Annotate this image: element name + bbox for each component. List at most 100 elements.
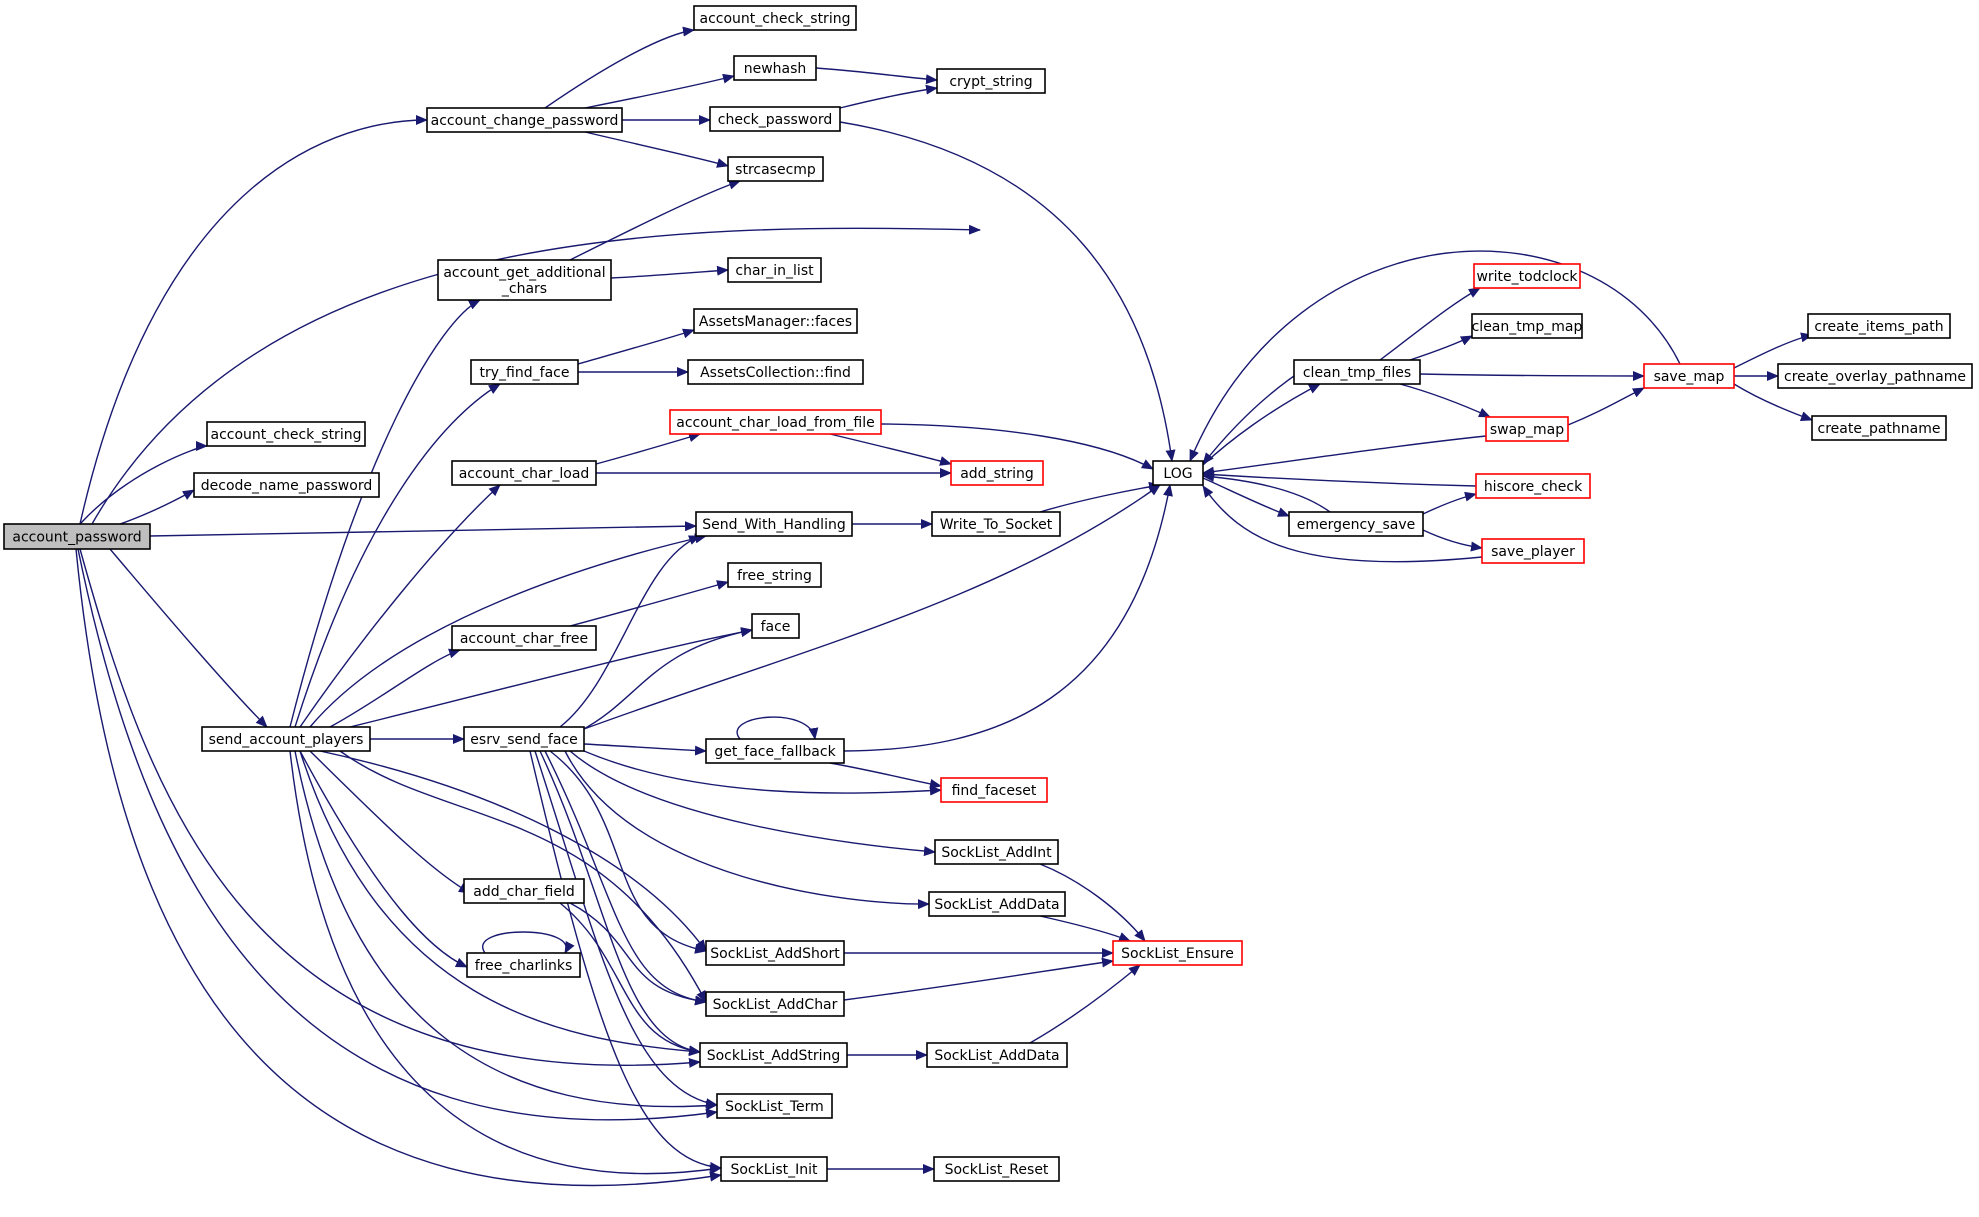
node-socklist_adddata_low[interactable]: SockList_AddData bbox=[926, 1042, 1068, 1068]
node-save_map[interactable]: save_map bbox=[1643, 363, 1735, 389]
node-crypt_string[interactable]: crypt_string bbox=[936, 68, 1046, 94]
node-label: account_char_free bbox=[460, 631, 588, 647]
node-box bbox=[693, 308, 858, 334]
node-swap_map[interactable]: swap_map bbox=[1485, 416, 1569, 442]
node-socklist_addchar[interactable]: SockList_AddChar bbox=[705, 991, 845, 1017]
node-decode_name_password[interactable]: decode_name_password bbox=[193, 472, 380, 498]
node-account_check_string_left[interactable]: account_check_string bbox=[206, 421, 366, 447]
edge-swap_map-to-log bbox=[1202, 435, 1487, 477]
node-label: add_string bbox=[960, 466, 1034, 482]
edge-get_face_fallback-to-log bbox=[843, 484, 1173, 752]
edge-esrv_send_face-to-socklist_addshort bbox=[549, 750, 707, 954]
edge-esrv_send_face-to-socklist_addint bbox=[569, 750, 936, 857]
node-label: esrv_send_face bbox=[470, 732, 577, 748]
node-esrv_send_face[interactable]: esrv_send_face bbox=[463, 726, 585, 752]
node-label: AssetsCollection::find bbox=[700, 365, 851, 381]
node-free_string[interactable]: free_string bbox=[727, 562, 822, 588]
node-label: account_check_string bbox=[700, 11, 851, 27]
node-clean_tmp_map[interactable]: clean_tmp_map bbox=[1471, 313, 1583, 339]
node-free_charlinks[interactable]: free_charlinks bbox=[466, 952, 581, 978]
node-label: LOG bbox=[1163, 466, 1192, 482]
node-account_char_free[interactable]: account_char_free bbox=[451, 625, 597, 651]
node-box bbox=[3, 523, 151, 550]
node-box bbox=[751, 613, 800, 639]
node-account_char_load[interactable]: account_char_load bbox=[451, 460, 597, 486]
node-write_to_socket[interactable]: Write_To_Socket bbox=[931, 511, 1061, 537]
node-write_todclock[interactable]: write_todclock bbox=[1473, 263, 1581, 289]
node-box bbox=[669, 409, 882, 435]
node-box bbox=[727, 257, 822, 283]
edge-emergency_save-to-hiscore_check bbox=[1422, 491, 1477, 515]
node-box bbox=[201, 726, 371, 752]
node-account_char_load_from_file[interactable]: account_char_load_from_file bbox=[669, 409, 882, 435]
node-socklist_term[interactable]: SockList_Term bbox=[716, 1093, 833, 1119]
node-send_with_handling[interactable]: Send_With_Handling bbox=[695, 511, 853, 537]
node-socklist_ensure[interactable]: SockList_Ensure bbox=[1112, 940, 1243, 966]
edge-send_account_players-to-send_with_handling bbox=[309, 533, 707, 728]
node-account_check_string_top[interactable]: account_check_string bbox=[693, 5, 857, 31]
node-socklist_addint[interactable]: SockList_AddInt bbox=[934, 839, 1059, 865]
node-label: check_password bbox=[718, 112, 832, 128]
node-box bbox=[1777, 363, 1973, 389]
node-socklist_addshort[interactable]: SockList_AddShort bbox=[705, 940, 845, 966]
edge-esrv_send_face-to-socklist_addstring bbox=[539, 750, 701, 1056]
edge-save_map-to-create_pathname bbox=[1733, 383, 1813, 421]
node-save_player[interactable]: save_player bbox=[1481, 538, 1585, 564]
edge-get_face_fallback-to-find_faceset bbox=[829, 762, 942, 789]
node-socklist_reset[interactable]: SockList_Reset bbox=[933, 1156, 1060, 1182]
node-find_faceset[interactable]: find_faceset bbox=[940, 777, 1048, 803]
node-create_overlay_pathname[interactable]: create_overlay_pathname bbox=[1777, 363, 1973, 389]
node-clean_tmp_files[interactable]: clean_tmp_files bbox=[1293, 359, 1421, 385]
node-create_pathname[interactable]: create_pathname bbox=[1811, 415, 1947, 441]
node-label: decode_name_password bbox=[201, 478, 372, 494]
node-newhash[interactable]: newhash bbox=[733, 55, 817, 81]
edge-account_char_load_from_file-to-log bbox=[880, 423, 1154, 470]
node-box bbox=[463, 726, 585, 752]
node-account_password[interactable]: account_password bbox=[3, 523, 151, 550]
node-socklist_adddata_mid[interactable]: SockList_AddData bbox=[928, 891, 1066, 917]
edge-emergency_save-to-log bbox=[1202, 471, 1331, 513]
node-strcasecmp[interactable]: strcasecmp bbox=[727, 156, 824, 182]
node-log[interactable]: LOG bbox=[1152, 460, 1204, 486]
node-add_string[interactable]: add_string bbox=[950, 460, 1044, 486]
node-box bbox=[451, 460, 597, 486]
node-box bbox=[720, 1156, 828, 1182]
edge-account_password-to-socklist_addstring bbox=[79, 548, 701, 1068]
node-label: free_string bbox=[737, 568, 812, 584]
node-label: account_change_password bbox=[431, 113, 619, 129]
edge-account_password-to-send_with_handling bbox=[149, 521, 697, 537]
node-box bbox=[1152, 460, 1204, 486]
node-label: face bbox=[761, 619, 791, 635]
node-hiscore_check[interactable]: hiscore_check bbox=[1475, 473, 1591, 499]
node-label: account_char_load_from_file bbox=[676, 415, 875, 431]
edge-account_password-to-send_account_players bbox=[109, 548, 268, 728]
node-box bbox=[933, 1156, 1060, 1182]
node-create_items_path[interactable]: create_items_path bbox=[1807, 313, 1951, 339]
node-check_password[interactable]: check_password bbox=[709, 106, 841, 132]
node-label: SockList_AddData bbox=[934, 897, 1059, 913]
node-add_char_field[interactable]: add_char_field bbox=[463, 878, 585, 904]
node-assets_find[interactable]: AssetsCollection::find bbox=[687, 359, 864, 385]
node-account_change_password[interactable]: account_change_password bbox=[426, 107, 623, 133]
node-char_in_list[interactable]: char_in_list bbox=[727, 257, 822, 283]
edge-socklist_addchar-to-socklist_ensure bbox=[843, 957, 1114, 1001]
node-socklist_init[interactable]: SockList_Init bbox=[720, 1156, 828, 1182]
edge-socklist_adddata_mid-to-socklist_ensure bbox=[1039, 915, 1131, 942]
node-send_account_players[interactable]: send_account_players bbox=[201, 726, 371, 752]
node-emergency_save[interactable]: emergency_save bbox=[1288, 511, 1424, 537]
node-socklist_addstring[interactable]: SockList_AddString bbox=[699, 1042, 848, 1068]
node-face[interactable]: face bbox=[751, 613, 800, 639]
edge-esrv_send_face-to-socklist_adddata_mid bbox=[564, 750, 930, 910]
node-label: account_password bbox=[12, 530, 141, 546]
edge-send_account_players-to-socklist_init bbox=[289, 750, 722, 1175]
node-label: account_get_additional bbox=[443, 265, 605, 281]
edge-send_account_players-to-try_find_face bbox=[294, 383, 501, 728]
node-account_get_additional_chars[interactable]: account_get_additional_chars bbox=[437, 259, 612, 301]
node-label: get_face_fallback bbox=[714, 744, 836, 760]
edge-hiscore_check-to-log bbox=[1202, 469, 1477, 487]
node-assets_faces[interactable]: AssetsManager::faces bbox=[693, 308, 858, 334]
node-try_find_face[interactable]: try_find_face bbox=[470, 359, 579, 385]
node-box bbox=[926, 1042, 1068, 1068]
node-box bbox=[437, 259, 612, 301]
node-get_face_fallback[interactable]: get_face_fallback bbox=[705, 738, 845, 764]
